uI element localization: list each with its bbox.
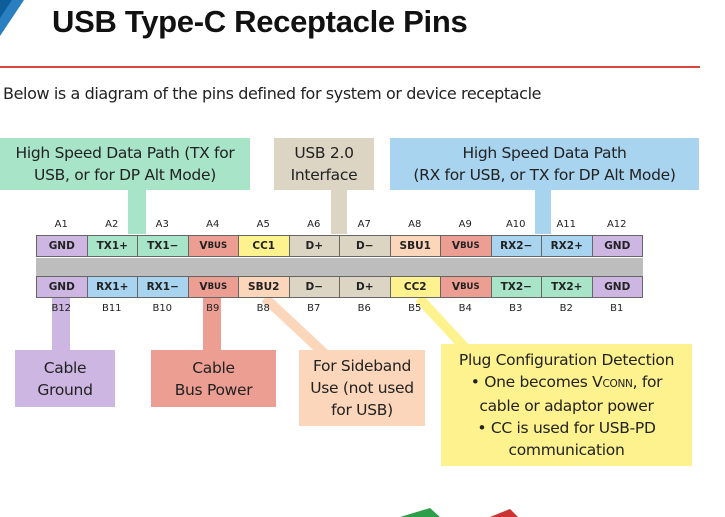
pin-number-b10: B10: [152, 303, 173, 314]
pcd-bullet-2: CC is used for USB-PD: [459, 417, 674, 439]
pin-number-a12: A12: [606, 219, 627, 230]
hs-tx-line2: USB, or for DP Alt Mode): [34, 166, 216, 184]
pcd-bullet1-text-c: cable or adaptor power: [479, 397, 654, 415]
pin-a8: SBU1: [389, 235, 441, 257]
pin-number-b8: B8: [256, 303, 270, 314]
cc-connector: [415, 296, 471, 354]
pcd-bullet1-text-b: , for: [632, 373, 663, 391]
pcd-bullet1-sub: CONN: [602, 378, 633, 390]
pin-b11: RX1+: [86, 276, 138, 298]
pin-number-a9: A9: [458, 219, 472, 230]
pin-number-a1: A1: [54, 219, 68, 230]
pin-number-a5: A5: [256, 219, 270, 230]
pin-number-b1: B1: [610, 303, 624, 314]
pin-number-b12: B12: [51, 303, 72, 314]
pcd-bullet1-text-a: One becomes V: [484, 373, 603, 391]
hs-rx-callout: High Speed Data Path (RX for USB, or TX f…: [390, 138, 699, 190]
pin-number-b6: B6: [357, 303, 371, 314]
pin-b12: GND: [36, 276, 88, 298]
partial-logo-icon: [400, 508, 518, 517]
page-subtitle: Below is a diagram of the pins defined f…: [3, 84, 542, 103]
hs-rx-connector: [535, 188, 551, 234]
page-title: USB Type-C Receptacle Pins: [52, 4, 468, 39]
cable-ground-line1: Cable: [43, 358, 87, 377]
usb2-line2: Interface: [290, 166, 358, 184]
pin-b3: TX2−: [490, 276, 542, 298]
hs-tx-connector: [128, 188, 146, 234]
hs-rx-line2: (RX for USB, or TX for DP Alt Mode): [413, 166, 676, 184]
usb2-connector: [331, 188, 347, 234]
usb2-line1: USB 2.0: [294, 144, 354, 162]
pin-number-b5: B5: [408, 303, 422, 314]
pin-number-b3: B3: [509, 303, 523, 314]
gnd-connector: [52, 298, 70, 354]
pin-a3: TX1−: [137, 235, 189, 257]
pin-b8: SBU2: [238, 276, 290, 298]
pcd-bullet-1-cont: cable or adaptor power: [459, 395, 674, 417]
pin-number-a3: A3: [155, 219, 169, 230]
sideband-line3: for USB): [331, 401, 393, 419]
pin-b5: CC2: [389, 276, 441, 298]
pin-a2: TX1+: [86, 235, 138, 257]
pcd-bullet-2-cont: communication: [459, 439, 674, 461]
pin-b7: D−: [288, 276, 340, 298]
pcd-callout: Plug Configuration Detection One becomes…: [441, 344, 692, 466]
pin-number-b4: B4: [458, 303, 472, 314]
pin-b10: RX1−: [137, 276, 189, 298]
vbus-connector: [203, 298, 221, 354]
hs-rx-line1: High Speed Data Path: [462, 144, 627, 162]
sideband-line1: For Sideband: [312, 357, 412, 375]
sideband-line2: Use (not used: [310, 379, 414, 397]
pin-b1: GND: [591, 276, 643, 298]
cable-power-line2: Bus Power: [174, 380, 253, 399]
pin-number-a2: A2: [105, 219, 119, 230]
hs-tx-line1: High Speed Data Path (TX for: [15, 144, 235, 162]
pin-a12: GND: [591, 235, 643, 257]
pcd-bullet2-text-a: CC is used for USB-PD: [490, 419, 656, 437]
pin-a1: GND: [36, 235, 88, 257]
pin-b2: TX2+: [541, 276, 593, 298]
pin-number-a11: A11: [556, 219, 577, 230]
pin-number-b7: B7: [307, 303, 321, 314]
logo-corner-icon: [0, 0, 24, 36]
pcd-heading: Plug Configuration Detection: [458, 351, 675, 369]
cable-ground-line2: Ground: [37, 380, 93, 399]
pin-number-a8: A8: [408, 219, 422, 230]
pin-number-a4: A4: [206, 219, 220, 230]
title-rule: [0, 66, 700, 68]
pin-a10: RX2−: [490, 235, 542, 257]
pin-number-b11: B11: [101, 303, 122, 314]
pin-number-b9: B9: [206, 303, 220, 314]
pin-number-a6: A6: [307, 219, 321, 230]
connector-center-strip: [36, 258, 643, 278]
pcd-bullet-1: One becomes VCONN, for: [459, 371, 674, 395]
pcd-bullet2-text-b: communication: [508, 441, 625, 459]
pin-a7: D−: [339, 235, 391, 257]
pin-number-a7: A7: [357, 219, 371, 230]
pin-number-b2: B2: [559, 303, 573, 314]
pin-b6: D+: [339, 276, 391, 298]
sbu-connector: [261, 296, 331, 360]
pin-a5: CC1: [238, 235, 290, 257]
pin-a11: RX2+: [541, 235, 593, 257]
cable-power-line1: Cable: [192, 358, 235, 377]
pin-number-a10: A10: [505, 219, 526, 230]
pin-a6: D+: [288, 235, 340, 257]
